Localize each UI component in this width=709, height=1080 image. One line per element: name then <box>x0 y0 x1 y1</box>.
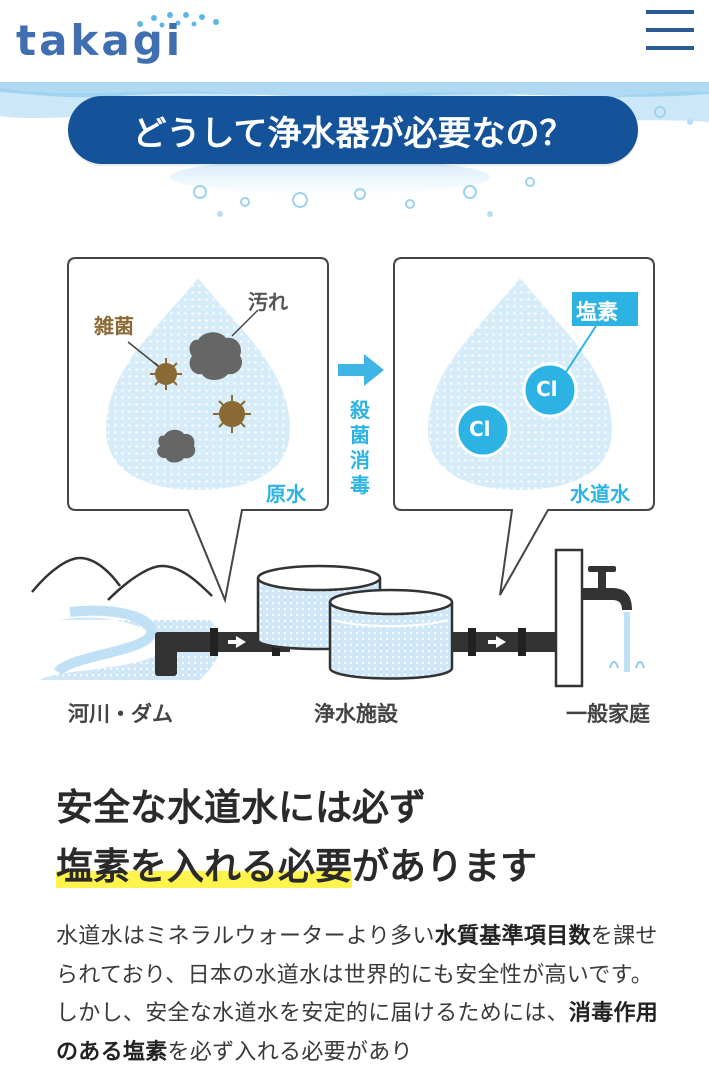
stage-home-label: 一般家庭 <box>566 702 650 726</box>
body-bold-2: 消毒作用のある塩素 <box>56 1001 659 1065</box>
germ-label: 雑菌 <box>94 314 134 338</box>
stage-river-label: 河川・ダム <box>68 702 173 726</box>
body-text-1: 水道水はミネラルウォーターより多い <box>56 924 435 949</box>
chlorine-ion-1: Cl <box>536 377 558 401</box>
heading-rest: があります <box>352 845 537 889</box>
stage-facility-label: 浄水施設 <box>314 702 398 726</box>
heading-line-1: 安全な水道水には必ず <box>56 786 426 829</box>
hero-title: どうして浄水器が必要なの？ <box>68 96 638 164</box>
heading-highlight: 塩素を入れる必要 <box>56 845 352 889</box>
dirt-icon <box>157 332 243 463</box>
raw-water-caption: 原水 <box>266 482 306 506</box>
section-body: 水道水はミネラルウォーターより多い水質基準項目数を課せられており、日本の水道水は… <box>56 918 666 1072</box>
logo-text: takagi <box>16 16 184 65</box>
section-heading: 安全な水道水には必ず 塩素を入れる必要があります <box>56 778 676 896</box>
body-text-3: を必ず入れる必要があり <box>167 1039 413 1065</box>
body-text-2: を課せられており、日本の水道水は世界的にも安全性が高いです。しかし、安全な水道水… <box>56 924 658 1026</box>
faucet-icon <box>554 548 645 688</box>
logo-dots-icon <box>137 12 219 28</box>
tap-water-caption: 水道水 <box>570 482 630 506</box>
heading-line-2: 塩素を入れる必要があります <box>56 837 676 896</box>
site-header: takagi <box>0 0 709 83</box>
hamburger-menu-icon[interactable] <box>646 8 694 52</box>
takagi-logo[interactable]: takagi <box>16 10 226 70</box>
raw-water-bubble <box>67 257 329 604</box>
chlorine-ion-2: Cl <box>469 417 491 441</box>
water-treatment-diagram: 雑菌 汚れ 原水 殺菌消毒 塩素 Cl Cl 水道水 河川・ダム 浄水施設 一般… <box>0 240 709 740</box>
body-bold-1: 水質基準項目数 <box>434 924 591 949</box>
sterilization-label: 殺菌消毒 <box>350 398 370 497</box>
dirt-label: 汚れ <box>248 290 288 314</box>
tap-water-bubble <box>393 257 655 596</box>
chlorine-label: 塩素 <box>576 300 618 324</box>
river-dam-illustration <box>31 556 221 680</box>
germ-icon <box>150 358 251 433</box>
process-arrow-icon <box>338 354 384 386</box>
treatment-tank-illustration <box>256 564 454 680</box>
